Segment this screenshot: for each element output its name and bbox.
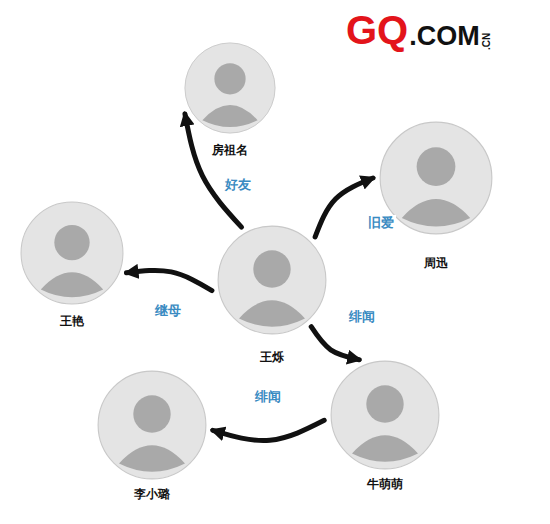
person-node: 王烁 bbox=[217, 225, 327, 335]
shoulder-silhouette bbox=[402, 199, 470, 226]
person-node: 王艳 bbox=[20, 201, 124, 305]
photo-frame bbox=[98, 371, 206, 479]
shoulder-silhouette bbox=[119, 445, 185, 471]
photo-placeholder bbox=[217, 225, 327, 335]
person-node: 房祖名 bbox=[184, 42, 276, 134]
person-name: 王艳 bbox=[60, 313, 84, 329]
relation-arrow bbox=[213, 420, 324, 440]
relation-label: 旧爱 bbox=[366, 215, 396, 231]
photo-frame bbox=[185, 43, 275, 133]
person-name: 房祖名 bbox=[212, 142, 248, 158]
person-node: 牛萌萌 bbox=[330, 360, 440, 470]
head-silhouette bbox=[366, 385, 403, 422]
relation-label: 绯闻 bbox=[347, 309, 377, 325]
shoulder-silhouette bbox=[41, 272, 103, 297]
photo-frame bbox=[218, 226, 326, 334]
shoulder-silhouette bbox=[352, 435, 418, 461]
relation-arrow bbox=[311, 327, 359, 360]
person-name: 牛萌萌 bbox=[367, 476, 403, 492]
photo-placeholder bbox=[97, 370, 207, 480]
logo-text: .CN bbox=[482, 33, 492, 50]
logo-text: .COM bbox=[409, 23, 480, 50]
relation-label: 好友 bbox=[223, 177, 253, 193]
person-name: 王烁 bbox=[260, 349, 284, 365]
relation-arrow bbox=[127, 270, 212, 290]
person-name: 李小璐 bbox=[134, 486, 170, 502]
photo-frame bbox=[331, 361, 439, 469]
head-silhouette bbox=[214, 63, 245, 94]
person-name: 周迅 bbox=[424, 255, 448, 271]
logo-text: GQ bbox=[346, 10, 408, 50]
shoulder-silhouette bbox=[202, 105, 257, 127]
photo-frame bbox=[380, 122, 492, 234]
shoulder-silhouette bbox=[239, 300, 305, 326]
photo-placeholder bbox=[330, 360, 440, 470]
head-silhouette bbox=[417, 147, 456, 186]
relation-label: 继母 bbox=[153, 303, 183, 319]
photo-frame bbox=[21, 202, 123, 304]
photo-placeholder bbox=[184, 42, 276, 134]
relation-label: 绯闻 bbox=[253, 389, 283, 405]
head-silhouette bbox=[133, 395, 170, 432]
person-node: 周迅 bbox=[379, 121, 493, 235]
head-silhouette bbox=[253, 250, 290, 287]
photo-placeholder bbox=[20, 201, 124, 305]
photo-placeholder bbox=[379, 121, 493, 235]
head-silhouette bbox=[54, 225, 89, 260]
relation-arrow bbox=[315, 178, 373, 237]
person-node: 李小璐 bbox=[97, 370, 207, 480]
